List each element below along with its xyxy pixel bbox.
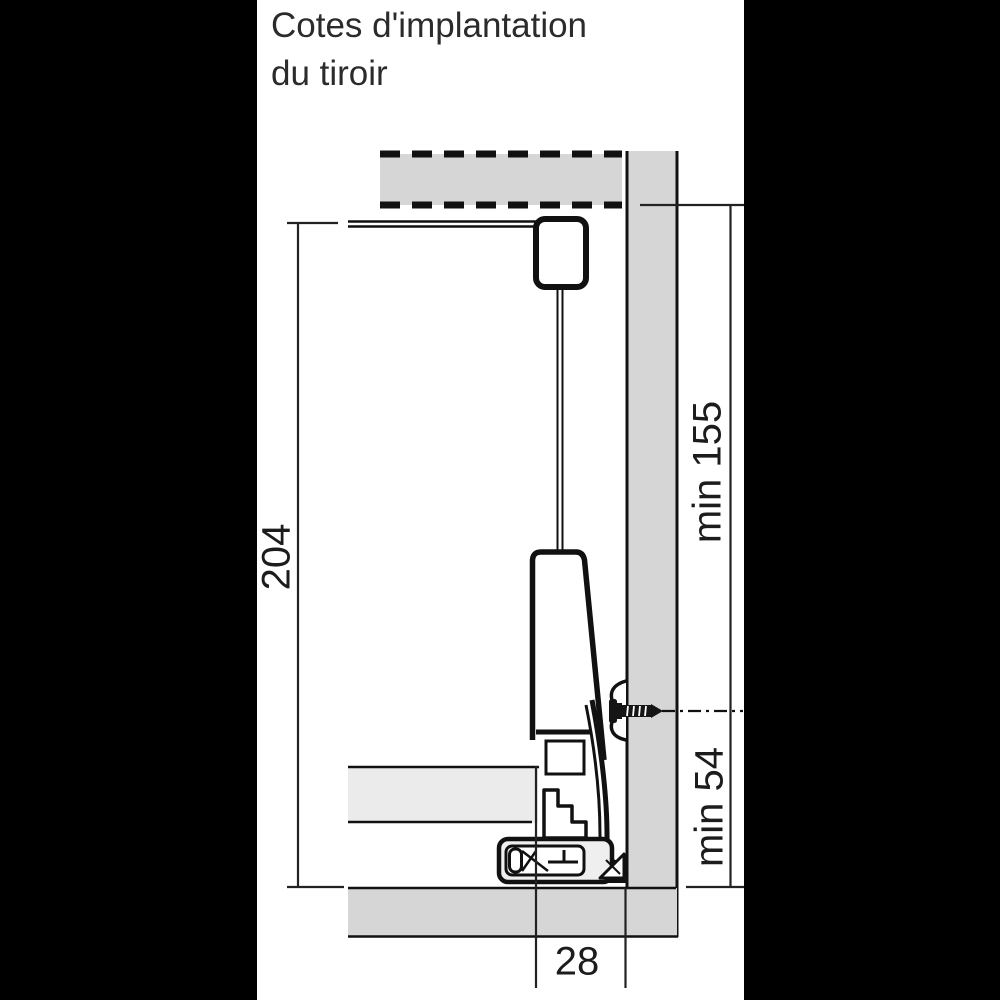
drawer-bottom-panel [348, 765, 540, 824]
dimension-bottom-clearance: min 54 [687, 746, 732, 868]
dimension-front-gap: 28 [554, 939, 600, 984]
screw-icon [609, 699, 663, 723]
right-black-bar [744, 0, 1000, 1000]
dimension-28-lines [534, 766, 627, 988]
cabinet-bottom-panel [348, 886, 678, 938]
railing-holder [533, 216, 589, 290]
runner-roller [508, 847, 523, 874]
bracket-foot [542, 788, 588, 840]
drawer-profile [348, 216, 627, 885]
front-bracket [529, 549, 607, 840]
dimension-lines [287, 203, 744, 988]
dimension-204-lines [287, 221, 344, 889]
dimension-min155-min54-lines [640, 203, 744, 889]
cabinet-side-panel [625, 151, 679, 937]
page-title-line1: Cotes d'implantation [271, 6, 588, 45]
page-title: Cotes d'implantation du tiroir [271, 2, 587, 98]
dimension-top-clearance: min 155 [685, 400, 730, 544]
dimension-drawer-height: 204 [254, 523, 299, 591]
drawer-top-rail [348, 220, 545, 228]
railing-rod [556, 287, 564, 552]
left-black-bar [0, 0, 257, 1000]
page-title-line2: du tiroir [271, 54, 388, 93]
corner-gusset [598, 852, 626, 880]
cabinet-top-panel [380, 150, 622, 209]
drawer-runner [496, 836, 615, 885]
